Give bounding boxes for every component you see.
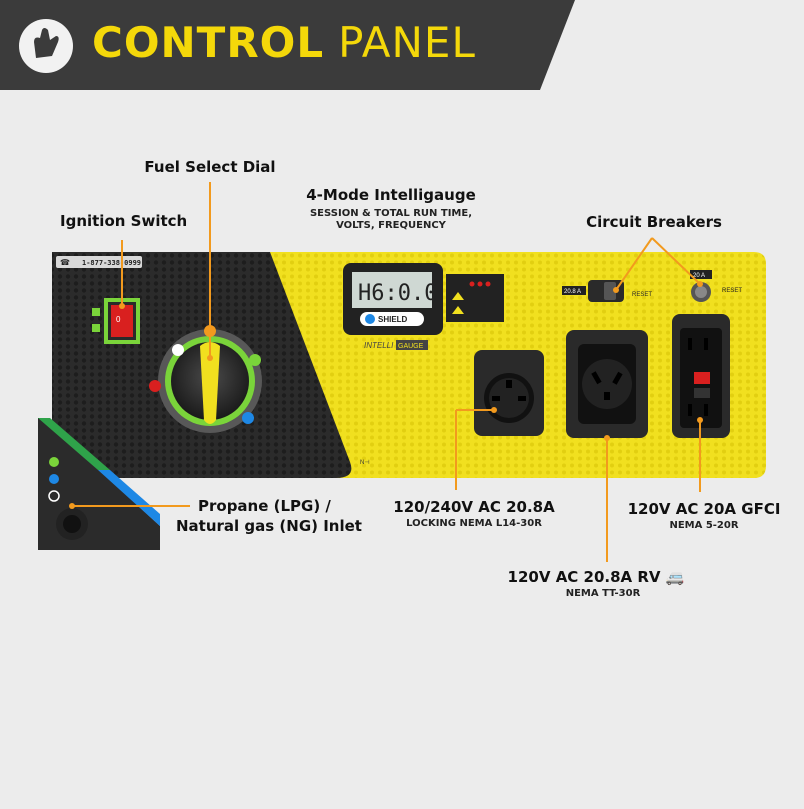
gfci-reset-button[interactable] — [694, 388, 710, 398]
intelli-label: INTELLI — [364, 341, 394, 350]
label-outlet-rv-sub: NEMA TT-30R — [565, 588, 641, 599]
gfci-test-button[interactable] — [694, 372, 710, 384]
neutral-note: N⊣ — [360, 459, 370, 466]
propane-inset — [38, 418, 160, 550]
ng-icon — [49, 457, 59, 467]
reset-label-2: RESET — [722, 288, 742, 294]
rv-trailer-icon: 🚐 — [665, 568, 685, 586]
svg-text:0: 0 — [116, 315, 121, 324]
ng-position-icon — [249, 354, 261, 366]
label-intelligauge: 4-Mode Intelligauge — [306, 186, 476, 204]
label-outlet-gfci-sub: NEMA 5-20R — [669, 520, 739, 531]
outlet-nema-5-20r-gfci[interactable] — [672, 314, 730, 438]
label-fuel-select-dial: Fuel Select Dial — [144, 158, 276, 176]
label-intelligauge-sub1: SESSION & TOTAL RUN TIME, — [309, 208, 473, 219]
label-propane-2: Natural gas (NG) Inlet — [176, 517, 362, 535]
pointer-lines — [72, 182, 701, 562]
circuit-breaker-2[interactable]: 20 A RESET — [690, 270, 742, 302]
gasoline-position-icon — [149, 380, 161, 392]
breaker-rating-1: 20.8 A — [564, 289, 581, 295]
title-bold: CONTROL — [92, 18, 325, 67]
fuel-select-dial[interactable] — [149, 325, 262, 433]
svg-text:☎: ☎ — [60, 258, 70, 267]
label-propane-1: Propane (LPG) / — [198, 497, 331, 515]
label-outlet-l14-sub: LOCKING NEMA L14-30R — [406, 518, 542, 529]
label-outlet-rv: 120V AC 20.8A RV 🚐 — [508, 568, 685, 586]
shield-label: SHIELD — [378, 315, 408, 324]
label-intelligauge-sub2: VOLTS, FREQUENCY — [336, 220, 446, 231]
label-outlet-rv-text: 120V AC 20.8A RV — [507, 568, 661, 586]
water-drop-icon — [49, 474, 59, 484]
intelligauge-display: H6:0.0 — [358, 281, 437, 306]
outlet-nema-tt-30r[interactable] — [566, 330, 648, 438]
page-title: CONTROL PANEL — [92, 18, 476, 67]
label-outlet-gfci: 120V AC 20A GFCI — [627, 500, 781, 518]
gauge-icon — [48, 490, 60, 502]
header-banner — [0, 0, 575, 90]
label-ignition-switch: Ignition Switch — [60, 212, 188, 230]
outlet-nema-l14-30r[interactable] — [474, 350, 544, 436]
intelligauge: H6:0.0 SHIELD INTELLI GAUGE — [343, 263, 504, 350]
gauge-label: GAUGE — [398, 343, 424, 350]
circuit-breaker-1[interactable]: 20.8 A RESET — [562, 280, 652, 302]
off-position-icon — [242, 412, 254, 424]
reset-label-1: RESET — [632, 292, 652, 298]
shield-icon — [365, 314, 375, 324]
phone-number: 1-877-338-0999 — [82, 259, 141, 267]
label-circuit-breakers: Circuit Breakers — [586, 213, 722, 231]
propane-position-icon — [172, 344, 184, 356]
label-outlet-l14: 120/240V AC 20.8A — [393, 498, 555, 516]
title-thin: PANEL — [338, 18, 476, 67]
breaker-rating-2: 20 A — [693, 273, 705, 279]
